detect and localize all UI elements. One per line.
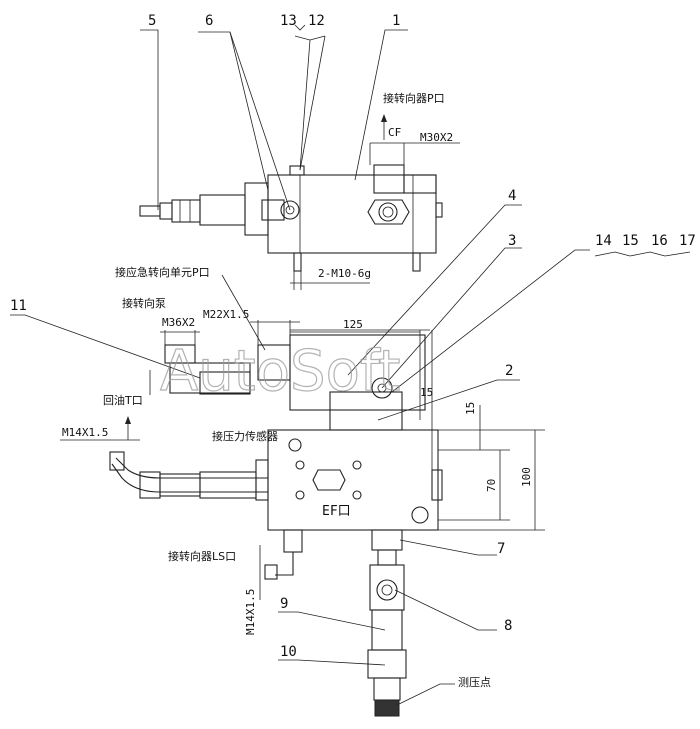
- part-number-3: 3: [508, 233, 516, 249]
- label-dim-100: 100: [520, 467, 533, 487]
- part-number-1: 1: [392, 13, 400, 29]
- label-test-point: 测压点: [458, 676, 491, 689]
- top-valve-assembly: [139, 114, 460, 290]
- label-m14a: M14X1.5: [62, 426, 108, 439]
- label-ef: EF口: [322, 504, 351, 519]
- part-9: [371, 609, 403, 651]
- label-m36: M36X2: [162, 316, 195, 329]
- part-number-5: 5: [148, 13, 156, 29]
- valve-block-top: [267, 174, 437, 254]
- label-return-t: 回油T口: [103, 393, 143, 407]
- part-number-15: 15: [622, 233, 639, 249]
- part-number-13: 13: [280, 13, 297, 29]
- label-steering-ls: 接转向器LS口: [168, 549, 236, 563]
- label-pump: 接转向泵: [122, 296, 166, 310]
- leader-lines: [10, 24, 691, 706]
- label-m30: M30X2: [420, 131, 453, 144]
- label-dim-15a: 15: [420, 386, 433, 399]
- part-number-2: 2: [505, 363, 513, 379]
- part-number-16: 16: [651, 233, 668, 249]
- part-7: [371, 529, 403, 551]
- annotations: 接转向器P口 CF M30X2 2-M10-6g 接应急转向单元P口 接转向泵 …: [62, 91, 533, 689]
- part-number-4: 4: [508, 188, 516, 204]
- label-m22: M22X1.5: [203, 308, 249, 321]
- label-emergency-p: 接应急转向单元P口: [115, 265, 210, 279]
- part-number-7: 7: [497, 541, 505, 557]
- label-dim-15b: 15: [464, 402, 477, 415]
- label-sensor: 接压力传感器: [212, 430, 278, 443]
- part-8: [369, 564, 405, 611]
- watermark: AutoSoft: [160, 339, 401, 404]
- label-dim-125: 125: [343, 318, 363, 331]
- part-number-6: 6: [205, 13, 213, 29]
- label-cf: CF: [388, 126, 401, 139]
- middle-assembly: [60, 320, 545, 717]
- label-m10: 2-M10-6g: [318, 267, 371, 280]
- part-number-14: 14: [595, 233, 612, 249]
- part-number-9: 9: [280, 596, 288, 612]
- label-dim-70: 70: [485, 479, 498, 492]
- part-number-10: 10: [280, 644, 297, 660]
- label-m14b: M14X1.5: [244, 589, 257, 635]
- part-number-17: 17: [679, 233, 696, 249]
- label-steering-p: 接转向器P口: [383, 91, 445, 105]
- part-number-8: 8: [504, 618, 512, 634]
- part-numbers: 5 6 13 12 1 4 3 14 15 16 17 2 11 7 8 9 1…: [10, 13, 696, 660]
- part-number-11: 11: [10, 298, 27, 314]
- part-number-12: 12: [308, 13, 325, 29]
